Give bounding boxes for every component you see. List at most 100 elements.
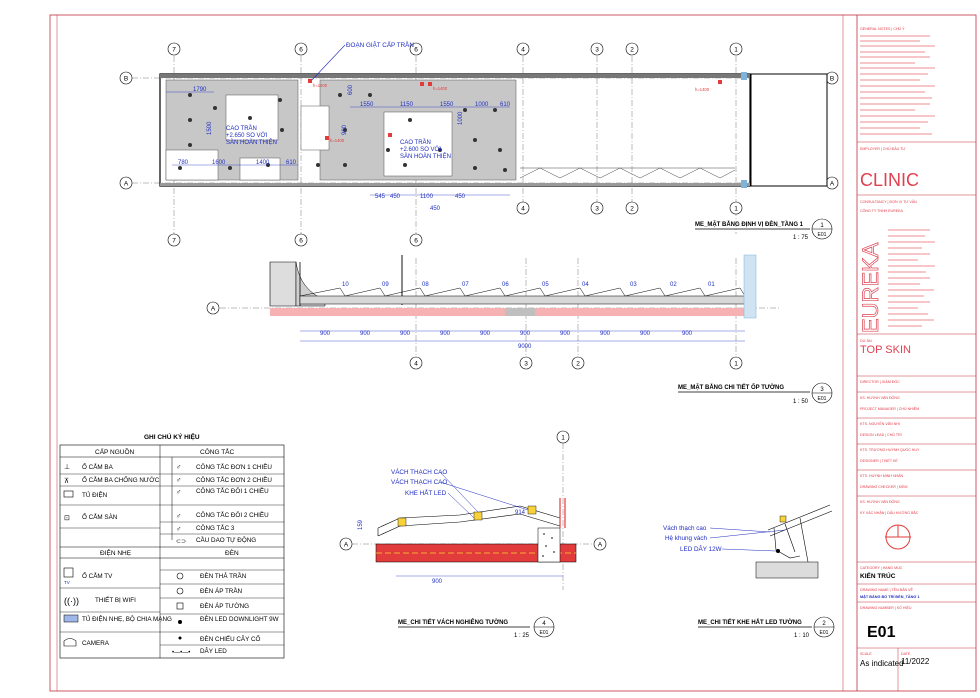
legend-switch-2: CÔNG TẮC ĐÔI 1 CHIỀU: [196, 485, 269, 495]
switch-double-icon: ♂: [176, 489, 181, 496]
svg-text:1500: 1500: [207, 121, 213, 135]
view4-sheet: E01: [540, 630, 549, 636]
designer-name: KTS. HUỲNH MINH NHÂN: [860, 474, 904, 478]
drawing-number: E01: [867, 624, 896, 641]
switch-1-icon: ♂: [176, 464, 181, 471]
legend-light-0: ĐÈN THẢ TRẦN: [200, 570, 247, 580]
north-arrow-icon: [885, 524, 911, 550]
view2-num: 2: [822, 621, 826, 627]
legend-col-switch: CÔNG TẮC: [200, 447, 234, 456]
pendant-light-icon: [176, 572, 184, 580]
view2-title: ME_CHI TIẾT KHE HẮT LED TƯỜNG: [698, 618, 802, 626]
legend-col-power: CẤP NGUỒN: [95, 446, 135, 456]
svg-text:B: B: [830, 76, 834, 83]
svg-text:900: 900: [560, 331, 571, 337]
pm-name: KTS. NGUYỄN VĂN NHI: [860, 421, 900, 426]
pm-label: PROJECT MANAGER | CHỦ NHIỆM: [860, 406, 919, 411]
legend-switch-1: CÔNG TẮC ĐƠN 2 CHIỀU: [196, 474, 272, 484]
section-grid-right: A: [598, 542, 603, 549]
view3-title: ME_MẶT BẰNG CHI TIẾT ỐP TƯỜNG: [678, 383, 784, 391]
svg-text:3: 3: [524, 361, 528, 368]
view4-title: ME_CHI TIẾT VÁCH NGHIÊNG TƯỜNG: [398, 618, 508, 626]
legend-table: GHI CHÚ KÝ HIỆU CẤP NGUỒN CÔNG TẮC ⊥ Ổ C…: [59, 432, 285, 659]
section-label-3: KHE HẮT LED: [405, 488, 447, 497]
notes-lines: [860, 35, 935, 135]
breaker-icon: ⊂⊃: [176, 539, 186, 545]
svg-text:01: 01: [708, 282, 715, 288]
section-view: 1 A A VÁCH THẠCH CAO VÁCH THẠCH CAO KHE …: [339, 430, 607, 639]
lead-name: KTS. TRƯƠNG HUỲNH QUỐC HUY: [860, 447, 920, 452]
svg-text:900: 900: [640, 331, 651, 337]
ceiling-note-b3: SÀN HOÀN THIỆN: [400, 152, 451, 160]
tv-tag: TV: [64, 580, 70, 585]
wall-lamp-icons: [308, 79, 722, 140]
plan-dimensions: 1790 1550 1150 1550 1000 610 780 1600 14…: [166, 84, 511, 212]
legend-switch-5: CẦU DAO TỰ ĐỘNG: [196, 534, 256, 544]
svg-text:1550: 1550: [440, 102, 454, 108]
h-note-3: h=1400: [695, 87, 710, 92]
svg-text:1000: 1000: [458, 111, 464, 125]
section-grid-left: A: [344, 542, 349, 549]
stair: [519, 167, 736, 179]
svg-text:A: A: [830, 181, 835, 188]
ceiling-light-icon: [176, 587, 184, 595]
legend-low-1: THIẾT BỊ WIFI: [95, 594, 136, 604]
h-note-1: h=1400: [313, 83, 328, 88]
legend-low-0: Ổ CẮM TV: [82, 571, 113, 580]
svg-text:900: 900: [480, 331, 491, 337]
svg-text:6: 6: [299, 47, 303, 54]
ceiling-note-b2: +2.600 SO VỚI: [400, 146, 442, 153]
svg-text:02: 02: [670, 282, 677, 288]
svg-text:450: 450: [455, 194, 466, 200]
svg-text:07: 07: [462, 282, 469, 288]
svg-text:1150: 1150: [400, 102, 414, 108]
director-name: KS. HUỲNH VĂN ĐÔNG: [860, 395, 900, 400]
employer-label: EMPLOYER | CHỦ ĐẦU TƯ: [860, 146, 905, 151]
view2-scale: 1 : 10: [794, 633, 810, 639]
socket-icon: ⊥: [64, 464, 70, 471]
consultant-label: CONSULTANCY | ĐƠN VỊ TƯ VẤN: [860, 200, 917, 204]
downlight-icon: [178, 620, 182, 624]
svg-text:2: 2: [630, 206, 634, 213]
legend-switch-0: CÔNG TẮC ĐƠN 1 CHIỀU: [196, 461, 272, 471]
view4-num: 4: [542, 621, 546, 627]
view3-num: 3: [820, 387, 824, 393]
view1-title: ME_MẶT BẰNG ĐỊNH VỊ ĐÈN_TẦNG 1: [695, 220, 804, 228]
view3-scale: 1 : 50: [793, 399, 809, 405]
section-dim-left: 159: [358, 519, 364, 530]
legend-power-3: Ổ CẮM SÀN: [82, 512, 118, 521]
svg-text:7: 7: [172, 47, 176, 54]
svg-text:1400: 1400: [256, 160, 270, 166]
elev-grid-a: A: [211, 306, 216, 313]
switch-double2-icon: ♂: [176, 513, 181, 520]
svg-text:4: 4: [521, 206, 525, 213]
svg-text:3: 3: [595, 47, 599, 54]
date-label: DATE: [901, 652, 911, 656]
plan-view: 7 6 6 4 3 2 1 7 6 6 4 3 2 1: [119, 39, 839, 247]
legend-title: GHI CHÚ KÝ HIỆU: [144, 432, 200, 441]
drawing-number-label: DRAWING NUMBER | SỐ HIỆU: [860, 605, 912, 610]
elevation-view: A 4 3 2 1 10 09 08 07 06 05 04 03: [206, 254, 833, 405]
svg-text:9000: 9000: [518, 344, 532, 350]
consultant-name: CÔNG TY TNHH EUREKA: [860, 208, 904, 213]
general-notes-label: GENERAL NOTES | CHÚ Ý: [860, 26, 905, 31]
led-strip-icon: •—•—•: [172, 650, 190, 656]
svg-text:4: 4: [521, 47, 525, 54]
legend-light-5: DÂY LED: [200, 646, 227, 655]
legend-low-2: TỦ ĐIỆN NHẸ, BỘ CHIA MẠNG: [82, 614, 172, 623]
legend-power-1: Ổ CẮM BA CHỐNG NƯỚC: [82, 474, 160, 484]
drawing-name: MẶT BẰNG BỐ TRÍ ĐÈN_TẦNG 1: [860, 594, 920, 599]
view1-scale: 1 : 75: [793, 235, 809, 241]
sheet-frame: [49, 14, 977, 692]
svg-text:780: 780: [178, 160, 189, 166]
director-label: DIRECTOR | GIÁM ĐỐC: [860, 379, 900, 384]
detail-label-2: Hệ khung vách: [665, 535, 708, 542]
svg-text:1: 1: [734, 206, 738, 213]
svg-text:1550: 1550: [360, 102, 374, 108]
legend-col-light: ĐÈN: [225, 548, 239, 557]
svg-text:7: 7: [172, 238, 176, 245]
ceiling-note-a3: SÀN HOÀN THIỆN: [226, 138, 277, 146]
view4-scale: 1 : 25: [514, 633, 530, 639]
